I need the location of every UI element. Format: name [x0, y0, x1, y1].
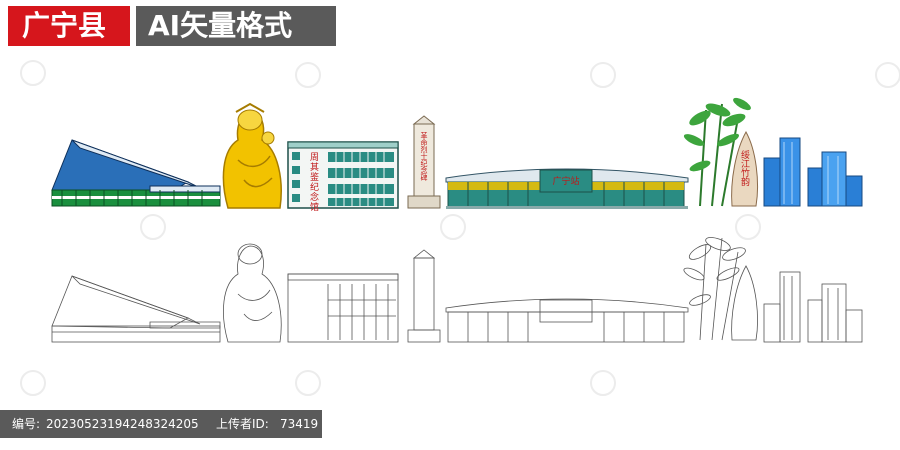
- railway-station-colored: 广宁站: [445, 168, 689, 209]
- watermark-icon: [735, 214, 761, 240]
- bamboo-stone-outline: [683, 237, 758, 341]
- memorial-hall-sign: 周其鉴纪念馆: [308, 152, 319, 212]
- martyrs-monument-colored: 革命烈士纪念碑: [407, 115, 441, 209]
- footer-bar: 编号: 20230523194248324205 上传者ID: 73419: [0, 410, 322, 438]
- watermark-icon: [590, 370, 616, 396]
- railway-station-outline: [445, 298, 689, 343]
- id-value: 20230523194248324205: [46, 417, 199, 431]
- blue-towers-colored: [763, 137, 863, 207]
- blue-towers-outline: [763, 271, 863, 343]
- watermark-icon: [20, 370, 46, 396]
- monument-inscription: 革命烈士纪念碑: [420, 131, 428, 182]
- bamboo-stone-colored: 绥江竹韵: [683, 97, 759, 207]
- memorial-hall-colored: 周其鉴纪念馆: [287, 141, 399, 212]
- watermark-icon: [440, 214, 466, 240]
- colored-skyline: 周其鉴纪念馆 革命烈士纪念碑 广宁站: [51, 97, 863, 212]
- station-sign: 广宁站: [552, 175, 579, 187]
- stadium-building-outline: [51, 275, 221, 343]
- uploader-value: 73419: [280, 417, 319, 431]
- deity-statue-colored: [222, 102, 282, 209]
- format-banner: AI矢量格式: [136, 6, 336, 46]
- id-label: 编号:: [12, 417, 41, 431]
- watermark-icon: [140, 214, 166, 240]
- county-title: 广宁县: [22, 9, 107, 42]
- title-banner: 广宁县: [8, 6, 130, 46]
- martyrs-monument-outline: [407, 249, 441, 343]
- deity-statue-outline: [223, 243, 282, 343]
- outline-skyline: [51, 237, 863, 343]
- watermark-icon: [295, 62, 321, 88]
- stone-inscription: 绥江竹韵: [739, 150, 750, 187]
- watermark-icon: [20, 60, 46, 86]
- watermark-icon: [295, 370, 321, 396]
- watermark-icon: [590, 62, 616, 88]
- memorial-hall-outline: [287, 273, 399, 343]
- uploader-label: 上传者ID:: [216, 417, 269, 431]
- format-label: AI矢量格式: [148, 9, 293, 42]
- stadium-building-colored: [51, 139, 221, 207]
